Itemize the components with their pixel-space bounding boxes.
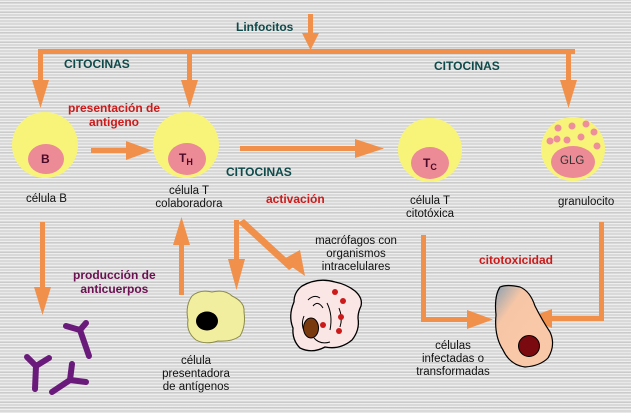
arrow-b-to-antibody-shaft [40, 222, 45, 290]
granulocyte [541, 117, 605, 181]
arrow-to-th-shaft [187, 51, 192, 84]
macrophage-caption: macrófagos con organismos intracelulares [308, 235, 404, 274]
th-cell-nucleus-label: TH [179, 151, 193, 167]
macrophage-caption-line1: macrófagos con [315, 235, 397, 247]
target-caption-line1: células [435, 340, 471, 352]
top-connector-line [38, 49, 575, 54]
tc-main: T [423, 156, 431, 170]
antibody-icon [49, 361, 89, 395]
presentacion-label: presentación de antigeno [68, 101, 160, 129]
tc-cell-nucleus [411, 147, 449, 179]
tc-caption-line2: citotóxica [406, 208, 454, 220]
tc-sub: C [430, 162, 437, 172]
antibodies [24, 320, 92, 395]
target-caption-line2: infectadas o [421, 353, 484, 365]
tc-caption-line1: célula T [409, 195, 451, 207]
arrow-tc-to-target-head [467, 310, 493, 329]
tc-cell-caption: célula T citotóxica [398, 195, 462, 221]
target-caption-line3: transformadas [416, 366, 490, 378]
arrow-b-to-antibody-head [34, 287, 51, 315]
tc-cell-nucleus-label: TC [423, 156, 437, 172]
arrow-tc-to-target-horizontal [421, 317, 471, 322]
arrow-apc-to-th-shaft [179, 240, 184, 295]
b-cell [12, 112, 78, 178]
linfocitos-arrow-shaft [308, 14, 313, 36]
macrophage-caption-line2: organismos [326, 248, 386, 260]
apc-nucleus [196, 311, 218, 331]
presentacion-line2: antigeno [89, 115, 140, 129]
arrow-th-to-apc-head [228, 259, 245, 290]
th-cell [153, 112, 219, 178]
b-cell-nucleus [28, 144, 64, 174]
arrow-b-to-th-shaft [91, 148, 129, 153]
macrophage-nucleus [303, 317, 319, 339]
apc-caption: célula presentadora de antígenos [156, 355, 236, 394]
arrow-glg-to-target-vertical [599, 222, 604, 321]
granules [546, 120, 601, 150]
target-cell [494, 284, 554, 368]
arrow-to-glg-shaft [566, 51, 571, 83]
apc-caption-line2: presentadora [162, 368, 230, 380]
macrophage-caption-line3: intracelulares [321, 261, 391, 273]
antigen-presenting-cell [186, 290, 245, 344]
th-caption-line2: colaboradora [155, 198, 223, 210]
produccion-label: producción de anticuerpos [73, 268, 156, 296]
th-cell-caption: célula T colaboradora [153, 185, 225, 211]
citocinas-right-label: CITOCINAS [434, 59, 500, 73]
intracellular-organisms [320, 289, 346, 334]
antibody-icon [63, 320, 92, 359]
produccion-line2: anticuerpos [80, 282, 149, 296]
apc-caption-line1: célula [180, 355, 212, 367]
arrow-to-th-head [181, 80, 198, 108]
macrophage [290, 279, 363, 352]
arrow-th-to-tc-head [355, 139, 384, 158]
th-caption-line1: célula T [168, 185, 210, 197]
citocinas-center-label: CITOCINAS [226, 165, 292, 179]
arrow-to-b-head [32, 80, 49, 108]
arrow-b-to-th-head [126, 141, 152, 160]
tc-cell [398, 118, 462, 182]
arrow-tc-to-target-vertical [421, 235, 426, 321]
granulocyte-nucleus-label: GLG [560, 155, 585, 167]
b-cell-nucleus-label: B [41, 152, 50, 166]
arrow-th-to-apc-shaft [234, 220, 239, 262]
arrow-apc-to-th-head [173, 217, 190, 245]
apc-caption-line3: de antígenos [162, 381, 230, 393]
citocinas-left-label: CITOCINAS [64, 57, 130, 71]
antibody-icon [24, 354, 52, 392]
granulocyte-caption: granulocito [558, 196, 615, 208]
arrow-th-to-macrophage-head [282, 250, 305, 276]
linfocitos-label: Linfocitos [236, 20, 294, 34]
produccion-line1: producción de [73, 268, 156, 282]
activacion-label: activación [266, 192, 325, 206]
b-cell-caption: célula B [26, 193, 67, 205]
target-cell-nucleus [518, 335, 540, 357]
th-sub: H [186, 157, 193, 167]
granulocyte-nucleus [551, 146, 595, 178]
linfocitos-arrow-head [302, 33, 319, 50]
citotoxicidad-label: citotoxicidad [479, 253, 554, 267]
macrophage-body [290, 279, 363, 352]
arrow-th-to-macrophage-shaft [238, 219, 295, 270]
arrow-to-b-shaft [38, 51, 43, 84]
presentacion-line1: presentación de [68, 101, 161, 115]
arrow-glg-to-target-horizontal [550, 316, 604, 321]
arrow-th-to-tc-shaft [240, 146, 358, 151]
th-main: T [179, 151, 187, 165]
target-cell-caption: células infectadas o transformadas [411, 340, 495, 379]
arrow-to-glg-head [560, 80, 577, 108]
th-cell-nucleus [168, 143, 206, 175]
